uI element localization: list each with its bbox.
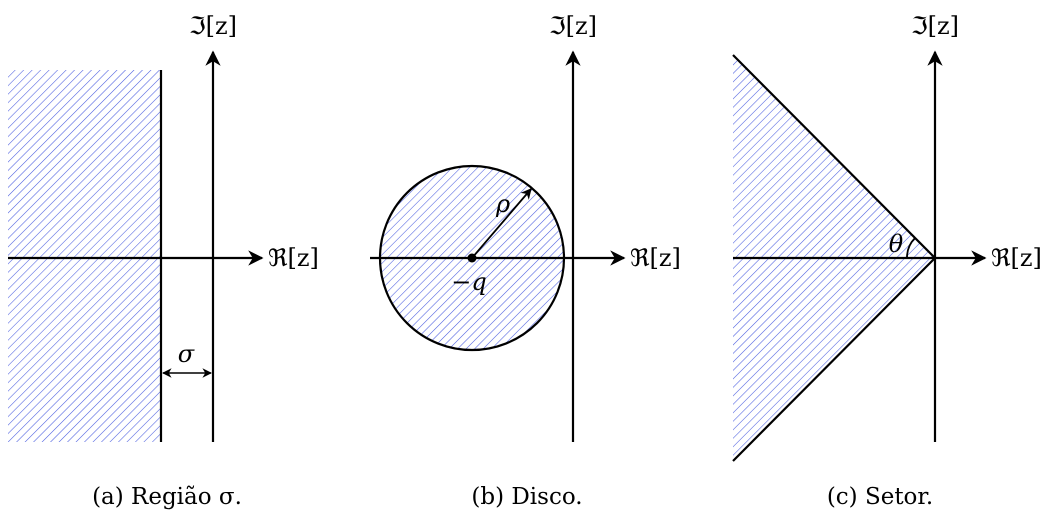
rho-label: ρ — [495, 190, 510, 218]
real-axis-label-c: ℜ[z] — [991, 244, 1042, 272]
center-label: −q — [451, 268, 486, 296]
caption-a: (a) Região σ. — [92, 484, 242, 510]
panel-b: ρ −q ℜ[z] ℑ[z] (b) Disco. — [370, 12, 681, 510]
real-axis-label-a: ℜ[z] — [268, 244, 319, 272]
panel-a: σ ℜ[z] ℑ[z] (a) Região σ. — [8, 12, 319, 510]
panel-c: θ ℜ[z] ℑ[z] (c) Setor. — [732, 12, 1042, 510]
imag-axis-label-b: ℑ[z] — [549, 12, 597, 40]
disk-center-point — [467, 253, 477, 263]
sigma-region — [8, 70, 161, 442]
caption-c: (c) Setor. — [827, 484, 933, 510]
sector-upper-edge — [732, 54, 936, 259]
theta-label: θ — [889, 230, 904, 258]
sector-lower-edge — [732, 257, 936, 462]
theta-angle-arc — [906, 237, 916, 259]
imag-axis-label-a: ℑ[z] — [189, 12, 237, 40]
rho-radius-arrow — [471, 188, 532, 259]
sigma-label: σ — [178, 340, 195, 368]
imag-axis-label-c: ℑ[z] — [911, 12, 959, 40]
caption-b: (b) Disco. — [471, 484, 582, 510]
real-axis-label-b: ℜ[z] — [630, 244, 681, 272]
